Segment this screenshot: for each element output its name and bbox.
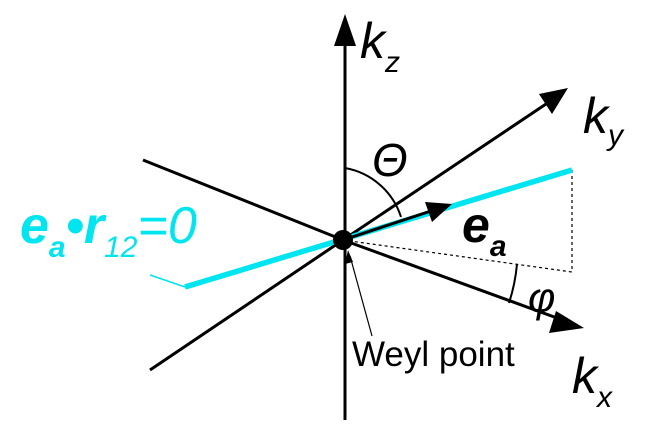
phi-label: φ <box>528 274 555 321</box>
ky-axis <box>342 98 553 242</box>
equation-label: ea•r12=0 <box>20 197 197 264</box>
weyl-point-label: Weyl point <box>352 335 515 374</box>
ea-arrowhead <box>425 202 452 222</box>
plane-line-upper-left <box>142 158 344 242</box>
kz-arrowhead <box>334 14 356 46</box>
kx-label: kx <box>572 348 613 414</box>
ky-label: ky <box>583 88 625 152</box>
ky-arrowhead <box>539 88 568 114</box>
plane-line-lower-left <box>149 238 344 372</box>
kz-label: kz <box>360 13 400 79</box>
equation-leader <box>149 274 186 288</box>
theta-label: Θ <box>372 134 408 186</box>
kx-axis <box>342 238 569 324</box>
phi-arc <box>508 263 518 304</box>
weyl-point-pointer-head <box>345 250 353 264</box>
theta-arc <box>344 167 402 218</box>
kx-arrowhead <box>549 311 584 333</box>
ea-vector <box>342 206 441 242</box>
ea-label: ea <box>462 197 507 263</box>
weyl-point-dot <box>333 230 353 250</box>
projection-line <box>342 239 573 273</box>
weyl-point-pointer <box>349 255 373 337</box>
